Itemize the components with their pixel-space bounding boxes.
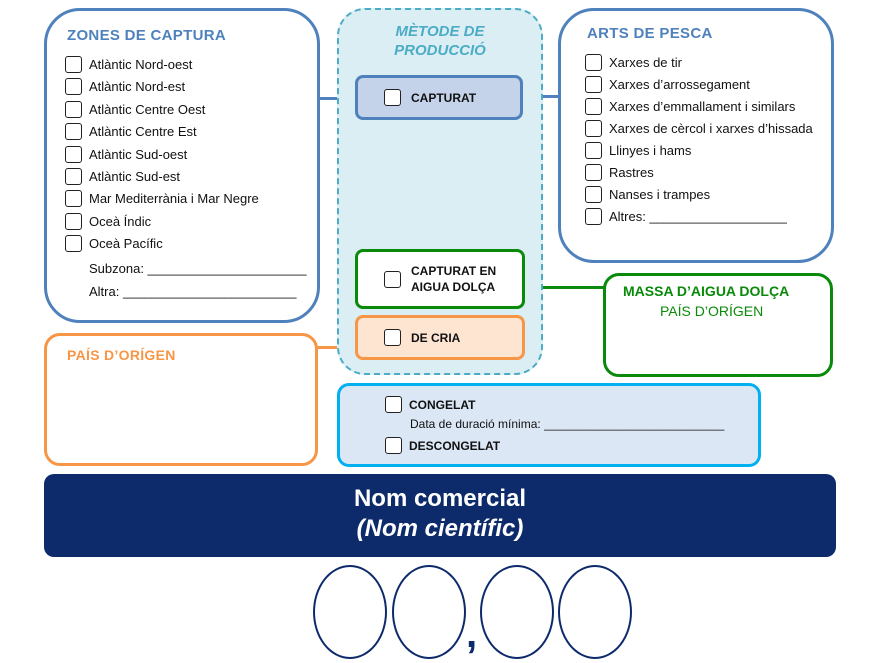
congelat-checkbox[interactable] bbox=[385, 396, 402, 413]
price-digit-4[interactable] bbox=[558, 565, 632, 659]
descongelat-label: DESCONGELAT bbox=[409, 438, 501, 453]
congelat-label: CONGELAT bbox=[409, 397, 476, 412]
art-pesca-checkbox[interactable] bbox=[585, 76, 602, 93]
art-pesca-item[interactable]: Llinyes i hams bbox=[585, 142, 691, 159]
arts-de-pesca-title: ARTS DE PESCA bbox=[587, 25, 713, 42]
zona-item[interactable]: Mar Mediterrània i Mar Negre bbox=[65, 190, 259, 208]
zona-label: Oceà Índic bbox=[89, 213, 152, 229]
de-cria-checkbox[interactable] bbox=[384, 329, 401, 346]
zona-label: Atlàntic Nord-est bbox=[89, 79, 186, 95]
nom-comercial-banner: Nom comercial (Nom científic) bbox=[44, 474, 836, 557]
pais-origen-title: PAÍS D’ORÍGEN bbox=[67, 347, 176, 363]
zona-label: Atlàntic Centre Est bbox=[89, 124, 197, 140]
capturat-aigua-dolca-checkbox[interactable] bbox=[384, 270, 401, 288]
zona-checkbox[interactable] bbox=[65, 56, 82, 73]
de-cria-option[interactable]: DE CRIA bbox=[355, 315, 525, 360]
zona-item[interactable]: Oceà Índic bbox=[65, 212, 152, 230]
descongelat-checkbox[interactable] bbox=[385, 437, 402, 454]
price-digit-1[interactable] bbox=[313, 565, 387, 659]
zona-item[interactable]: Atlàntic Centre Est bbox=[65, 123, 197, 141]
price-digit-3[interactable] bbox=[480, 565, 554, 659]
connector-aigua-massa bbox=[525, 286, 607, 289]
congelat-option[interactable]: CONGELAT bbox=[385, 396, 475, 413]
art-pesca-item[interactable]: Xarxes d’emmallament i similars bbox=[585, 98, 795, 115]
massa-aigua-pais-origen: PAÍS D’ORÍGEN bbox=[660, 303, 764, 319]
art-pesca-item[interactable]: Xarxes de tir bbox=[585, 54, 682, 71]
subzona-field[interactable]: Subzona: ______________________ bbox=[89, 261, 307, 276]
art-pesca-label: Xarxes de tir bbox=[609, 55, 682, 70]
art-pesca-checkbox[interactable] bbox=[585, 98, 602, 115]
art-pesca-checkbox[interactable] bbox=[585, 164, 602, 181]
massa-aigua-dolca-title: MASSA D’AIGUA DOLÇA bbox=[623, 283, 790, 299]
zona-checkbox[interactable] bbox=[65, 190, 82, 208]
zona-item[interactable]: Atlàntic Nord-oest bbox=[65, 56, 192, 73]
capturat-label: CAPTURAT bbox=[411, 90, 477, 105]
art-pesca-item[interactable]: Rastres bbox=[585, 164, 654, 181]
capturat-option[interactable]: CAPTURAT bbox=[355, 75, 523, 120]
metode-produccio-panel: MÈTODE DE PRODUCCIÓ bbox=[337, 8, 543, 375]
altra-field[interactable]: Altra: ________________________ bbox=[89, 284, 297, 299]
zona-label: Oceà Pacífic bbox=[89, 236, 163, 252]
zona-item[interactable]: Atlàntic Sud-est bbox=[65, 168, 180, 185]
zona-checkbox[interactable] bbox=[65, 123, 82, 141]
data-duracio-field[interactable]: Data de duració mínima: ________________… bbox=[410, 417, 725, 431]
art-pesca-checkbox[interactable] bbox=[585, 208, 602, 225]
art-pesca-checkbox[interactable] bbox=[585, 54, 602, 71]
zona-label: Mar Mediterrània i Mar Negre bbox=[89, 191, 259, 207]
art-pesca-checkbox[interactable] bbox=[585, 120, 602, 137]
art-pesca-item[interactable]: Xarxes de cèrcol i xarxes d’hissada bbox=[585, 120, 813, 137]
zona-label: Atlàntic Sud-oest bbox=[89, 146, 188, 162]
art-pesca-item[interactable]: Altres: ___________________ bbox=[585, 208, 787, 225]
art-pesca-label: Llinyes i hams bbox=[609, 143, 692, 158]
zona-label: Atlàntic Nord-oest bbox=[89, 57, 193, 72]
capturat-checkbox[interactable] bbox=[384, 89, 401, 106]
art-pesca-label: Rastres bbox=[609, 165, 654, 180]
massa-aigua-dolca-panel: MASSA D’AIGUA DOLÇA PAÍS D’ORÍGEN bbox=[603, 273, 833, 377]
zona-item[interactable]: Atlàntic Centre Oest bbox=[65, 100, 206, 118]
pais-origen-panel: PAÍS D’ORÍGEN bbox=[44, 333, 318, 466]
art-pesca-label: Xarxes de cèrcol i xarxes d’hissada bbox=[609, 121, 813, 136]
zona-item[interactable]: Oceà Pacífic bbox=[65, 235, 163, 253]
nom-cientific: (Nom científic) bbox=[356, 515, 524, 542]
art-pesca-checkbox[interactable] bbox=[585, 142, 602, 159]
art-pesca-label: Xarxes d’emmallament i similars bbox=[609, 99, 796, 114]
metode-produccio-title: MÈTODE DE PRODUCCIÓ bbox=[394, 23, 486, 59]
art-pesca-label: Xarxes d’arrossegament bbox=[609, 77, 750, 92]
descongelat-option[interactable]: DESCONGELAT bbox=[385, 437, 500, 454]
zona-checkbox[interactable] bbox=[65, 100, 82, 118]
zones-de-captura-title: ZONES DE CAPTURA bbox=[67, 27, 226, 44]
zona-checkbox[interactable] bbox=[65, 168, 82, 185]
capturat-aigua-dolca-option[interactable]: CAPTURAT EN AIGUA DOLÇA bbox=[355, 249, 525, 309]
zona-checkbox[interactable] bbox=[65, 145, 82, 163]
capturat-aigua-dolca-label: CAPTURAT EN AIGUA DOLÇA bbox=[411, 264, 497, 294]
price-digit-2[interactable] bbox=[392, 565, 466, 659]
zona-checkbox[interactable] bbox=[65, 235, 82, 253]
zona-item[interactable]: Atlàntic Nord-est bbox=[65, 78, 186, 96]
art-pesca-label: Altres: ___________________ bbox=[609, 209, 787, 224]
art-pesca-item[interactable]: Xarxes d’arrossegament bbox=[585, 76, 750, 93]
zona-item[interactable]: Atlàntic Sud-oest bbox=[65, 145, 188, 163]
art-pesca-checkbox[interactable] bbox=[585, 186, 602, 203]
zona-label: Atlàntic Sud-est bbox=[89, 169, 181, 184]
conservacio-panel: CONGELAT Data de duració mínima: _______… bbox=[337, 383, 761, 467]
art-pesca-item[interactable]: Nanses i trampes bbox=[585, 186, 710, 203]
nom-comercial: Nom comercial bbox=[353, 485, 527, 512]
zona-checkbox[interactable] bbox=[65, 212, 82, 230]
price-decimal-comma: , bbox=[466, 612, 478, 656]
zona-label: Atlàntic Centre Oest bbox=[89, 101, 206, 117]
art-pesca-label: Nanses i trampes bbox=[609, 187, 711, 202]
zona-checkbox[interactable] bbox=[65, 78, 82, 96]
de-cria-label: DE CRIA bbox=[411, 330, 461, 345]
